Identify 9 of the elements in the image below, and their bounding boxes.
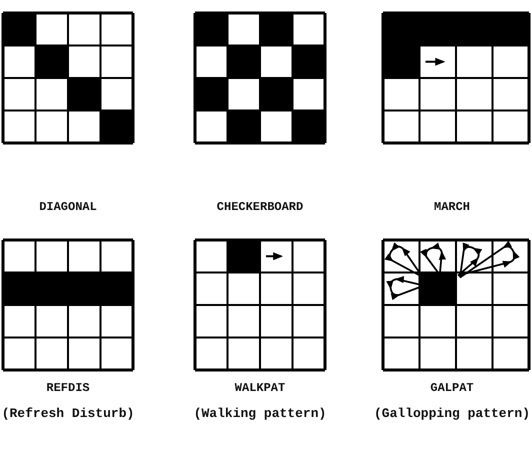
grid-caption: MARCH: [434, 200, 470, 214]
grid-caption: (Walking pattern): [194, 406, 326, 421]
grid-caption: DIAGONAL: [39, 200, 97, 214]
grid-caption: (Gallopping pattern): [374, 406, 530, 421]
grid-caption: WALKPAT: [234, 381, 286, 395]
grid-caption: GALPAT: [430, 381, 474, 395]
grid-caption: CHECKERBOARD: [216, 200, 304, 214]
grid-caption: (Refresh Disturb): [2, 406, 134, 421]
grid-caption: REFDIS: [46, 381, 90, 395]
